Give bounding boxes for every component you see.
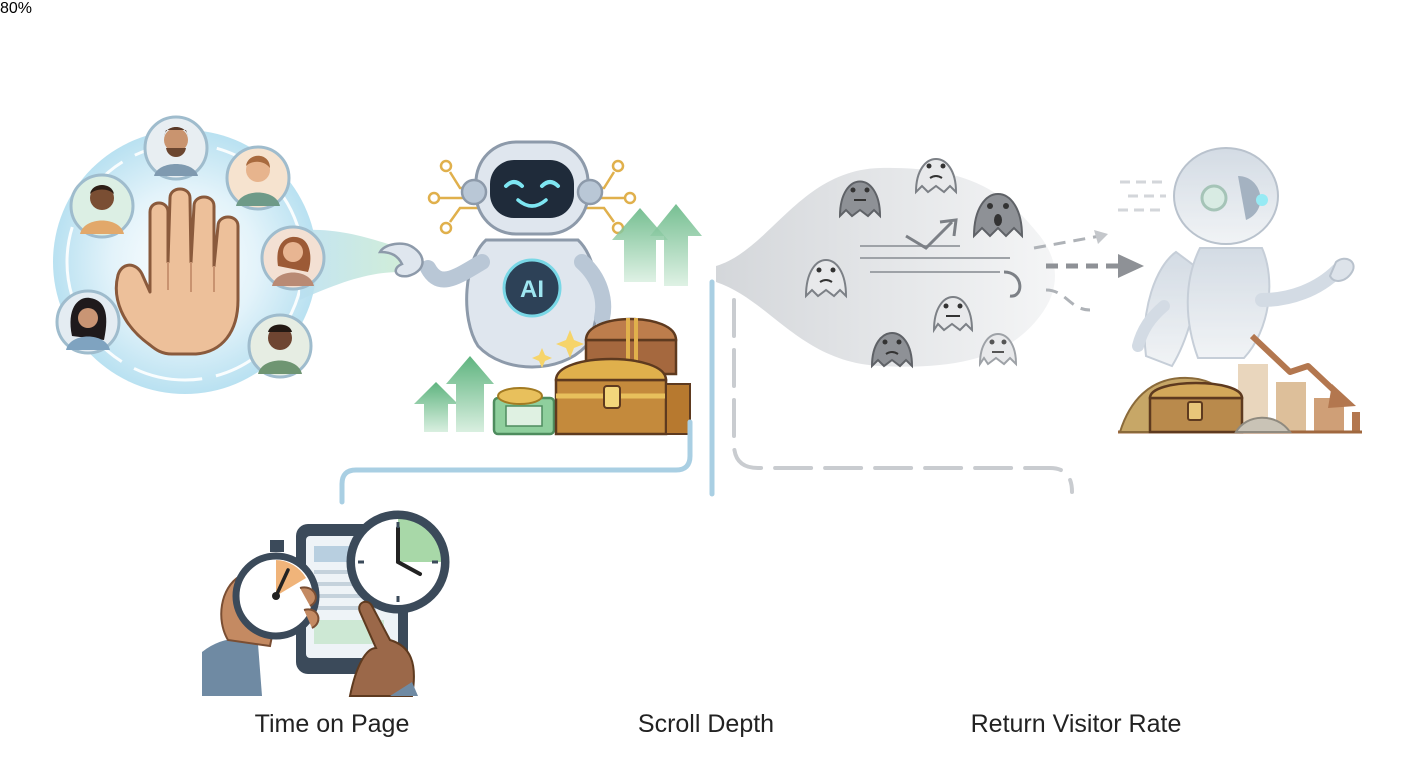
person-avatar-icon [55,289,121,355]
time-on-page-label: Time on Page [254,710,410,738]
scroll-percent-label: 80% [0,0,33,17]
ai-robot-icon: AI [377,140,637,369]
scroll-depth-label: Scroll Depth [637,710,775,738]
raised-hand-icon [114,187,240,356]
up-arrow-icon [446,356,494,432]
time-on-page-illustration [202,510,450,697]
ghost-icon [838,180,882,219]
ai-chest-label: AI [520,276,544,303]
up-arrow-icon [650,204,702,286]
stopwatch-icon [232,540,320,640]
clock-icon [346,510,450,614]
person-avatar-icon [225,145,291,211]
up-arrow-icon [612,208,668,282]
treasure-chest-icon [492,317,691,436]
ghost-icon [932,296,974,334]
person-avatar-icon [260,225,326,291]
ghost-icon [804,259,848,299]
person-avatar-icon [69,173,135,239]
ghost-icon [972,193,1024,239]
treasure-chest-icon [1118,376,1292,434]
up-arrow-icon [414,382,458,432]
return-visitor-rate-label: Return Visitor Rate [970,710,1182,738]
right-arrow-icon [1118,254,1144,278]
motion-arrows [1033,234,1122,312]
person-avatar-icon [247,313,313,379]
ghost-icon [978,333,1018,368]
scroll-depth-illustration: 80% [0,0,32,17]
audience-group [53,115,400,394]
faded-ai-robot-icon [1132,147,1355,368]
attention-beam [300,229,400,300]
person-avatar-icon [143,115,209,181]
connector-lines [339,279,1074,505]
ghost-icon [870,332,914,369]
ghost-icon [914,158,958,195]
